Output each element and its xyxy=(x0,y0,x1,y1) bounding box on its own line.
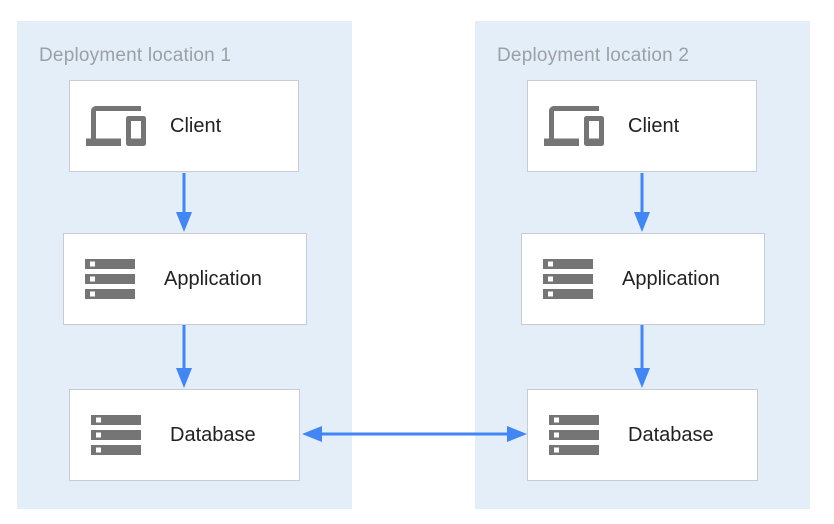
devices-icon xyxy=(86,96,146,156)
node-application-2: Application xyxy=(521,233,765,325)
node-client-2: Client xyxy=(527,80,757,172)
node-label: Application xyxy=(622,267,720,290)
devices-icon xyxy=(544,96,604,156)
storage-icon xyxy=(538,249,598,309)
zone-title-1: Deployment location 1 xyxy=(39,45,232,66)
storage-icon xyxy=(544,405,604,465)
node-label: Client xyxy=(170,114,222,137)
storage-icon xyxy=(80,249,140,309)
zone-deployment-location-1: Deployment location 1 Client Application xyxy=(17,21,352,509)
node-database-2: Database xyxy=(527,389,758,481)
node-database-1: Database xyxy=(69,389,300,481)
node-label: Client xyxy=(628,114,680,137)
node-client-1: Client xyxy=(69,80,299,172)
node-label: Database xyxy=(170,423,256,446)
node-application-1: Application xyxy=(63,233,307,325)
zone-title-2: Deployment location 2 xyxy=(497,45,690,66)
zone-deployment-location-2: Deployment location 2 Client Application xyxy=(475,21,810,509)
storage-icon xyxy=(86,405,146,465)
node-label: Database xyxy=(628,423,714,446)
node-label: Application xyxy=(164,267,262,290)
